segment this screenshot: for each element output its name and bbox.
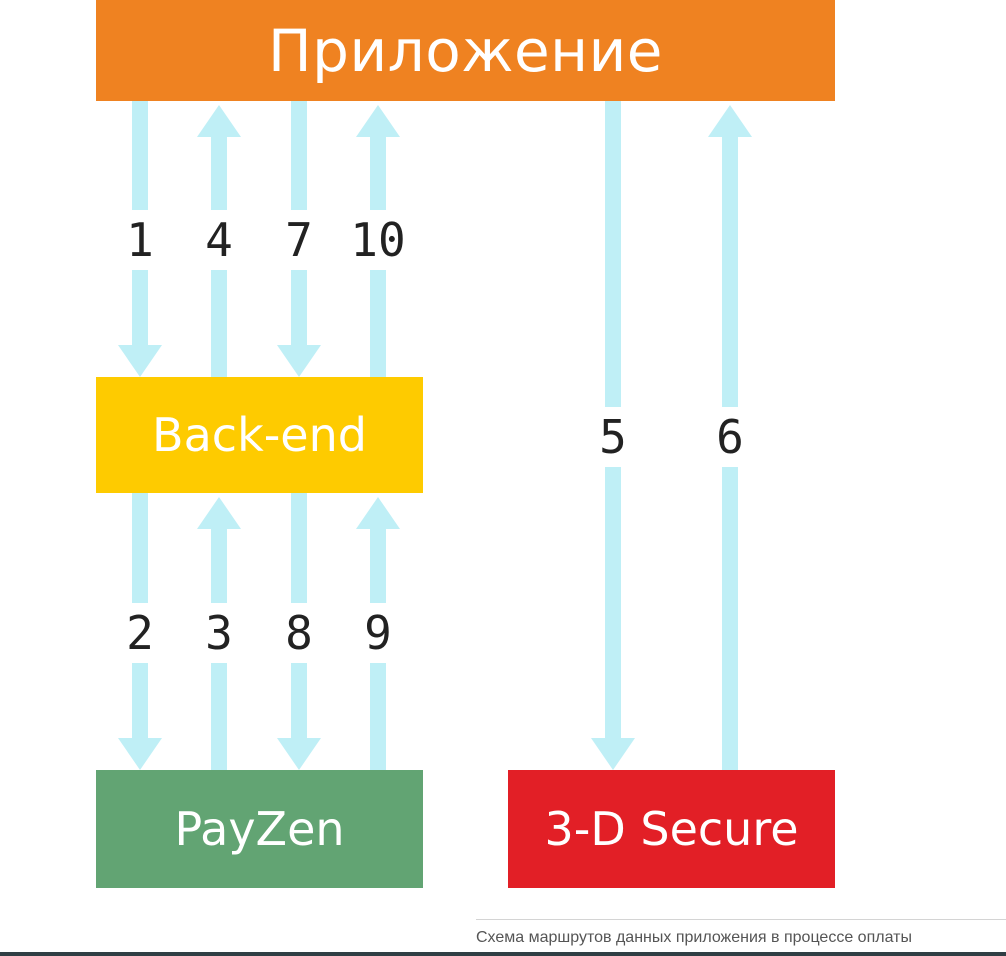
node-backend-label: Back-end: [152, 408, 367, 462]
arrow-step-9: 9: [356, 497, 400, 770]
step-label-4: 4: [205, 213, 233, 267]
step-label-10: 10: [350, 213, 405, 267]
node-application-label: Приложение: [268, 16, 663, 85]
caption-divider: [476, 919, 1006, 920]
step-label-6: 6: [716, 410, 744, 464]
arrow-step-5: 5: [591, 101, 635, 770]
node-payzen-label: PayZen: [174, 802, 345, 856]
step-label-7: 7: [285, 213, 313, 267]
node-3d-secure: 3-D Secure: [508, 770, 835, 888]
arrow-step-4: 4: [197, 105, 241, 377]
figure-caption: Схема маршрутов данных приложения в проц…: [476, 929, 912, 946]
arrow-step-8: 8: [277, 493, 321, 770]
arrow-step-10: 10: [350, 105, 406, 377]
node-backend: Back-end: [96, 377, 423, 493]
node-payzen: PayZen: [96, 770, 423, 888]
bottom-bar: [0, 952, 1006, 956]
step-label-9: 9: [364, 606, 392, 660]
step-label-8: 8: [285, 606, 313, 660]
step-label-1: 1: [126, 213, 154, 267]
arrow-step-7: 7: [277, 101, 321, 377]
node-3d-secure-label: 3-D Secure: [544, 802, 799, 856]
step-label-5: 5: [599, 410, 627, 464]
step-label-3: 3: [205, 606, 233, 660]
node-application: Приложение: [96, 0, 835, 101]
step-label-2: 2: [126, 606, 154, 660]
arrow-step-6: 6: [708, 105, 752, 770]
arrow-step-3: 3: [197, 497, 241, 770]
arrow-step-1: 1: [118, 101, 162, 377]
arrow-step-2: 2: [118, 493, 162, 770]
